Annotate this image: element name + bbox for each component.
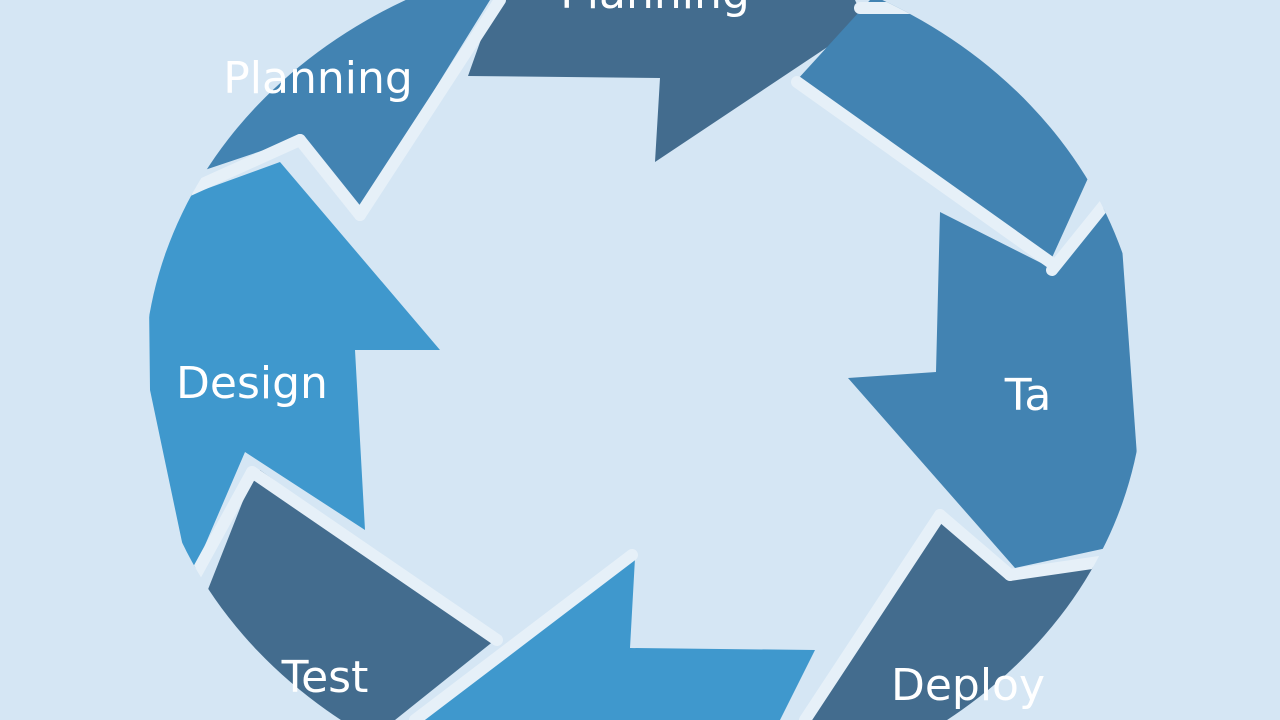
cycle-segment-bottom-left xyxy=(190,470,495,720)
segment-divider xyxy=(409,549,638,720)
cycle-segment-bottom xyxy=(415,558,815,720)
segment-divider xyxy=(934,509,1016,581)
segment-divider xyxy=(246,466,503,646)
cycle-segment-right xyxy=(848,190,1143,568)
segment-label-top-left: Planning xyxy=(223,53,413,104)
segment-divider xyxy=(184,466,258,591)
segment-divider xyxy=(354,0,506,221)
segment-divider xyxy=(791,76,1056,268)
segment-label-top: Planning xyxy=(560,0,750,19)
segment-label-bottom-right: Deploy xyxy=(891,660,1045,711)
segment-label-right: Ta xyxy=(1004,370,1052,421)
cycle-segment-left xyxy=(148,162,440,580)
segment-divider xyxy=(799,509,946,720)
cycle-segment-top xyxy=(468,0,865,162)
segment-label-bottom-left: Test xyxy=(281,652,369,703)
segment-label-left: Design xyxy=(176,358,328,409)
segment-divider xyxy=(294,134,366,221)
